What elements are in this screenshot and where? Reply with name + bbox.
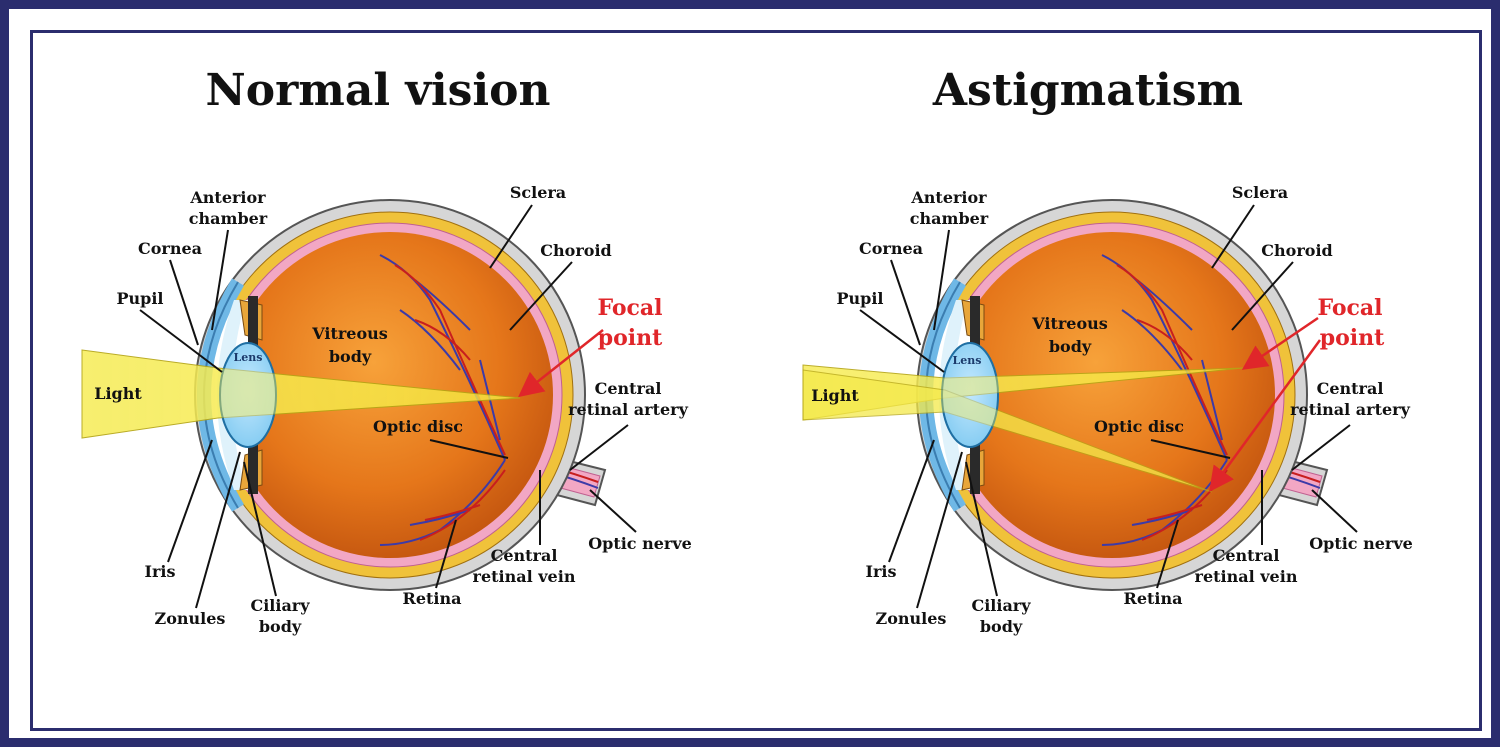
retina-label: Retina: [403, 589, 462, 608]
optic-disc-label: Optic disc: [1094, 417, 1184, 436]
zonules-label: Zonules: [155, 609, 226, 628]
cornea-label: Cornea: [138, 239, 202, 258]
anterior-chamber-label: Anterior: [910, 188, 987, 207]
focal-point-label: Focal: [1317, 295, 1382, 321]
light-label: Light: [94, 384, 142, 403]
anterior-chamber-label: Anterior: [189, 188, 266, 207]
panel-normal-vision: Normal vision Lens Anterior chamber Corn…: [81, 65, 692, 636]
anatomy-labels: Anterior chamber Cornea Pupil Light Vitr…: [94, 183, 692, 636]
ciliary-body-label-2: body: [259, 617, 302, 636]
ciliary-body-label: Ciliary: [971, 596, 1031, 615]
vitreous-label-2: body: [1049, 337, 1092, 356]
focal-point-arrow-2: [1209, 339, 1322, 493]
light-label: Light: [811, 386, 859, 405]
central-artery-label: Central: [595, 379, 662, 398]
anterior-chamber-label-2: chamber: [910, 209, 989, 228]
optic-disc-label: Optic disc: [373, 417, 463, 436]
cornea-label: Cornea: [859, 239, 923, 258]
leader-lines: [139, 204, 637, 609]
panel-title: Astigmatism: [932, 65, 1243, 116]
sclera-label: Sclera: [510, 183, 566, 202]
focal-point-label-2: point: [1320, 325, 1385, 351]
panel-title: Normal vision: [206, 65, 551, 116]
anatomy-labels: Anterior chamber Cornea Pupil Light Vitr…: [811, 183, 1413, 636]
iris-label: Iris: [866, 562, 897, 581]
pupil-label: Pupil: [116, 289, 163, 308]
zonules-label: Zonules: [876, 609, 947, 628]
vitreous-label-2: body: [329, 347, 372, 366]
ciliary-body-label: Ciliary: [250, 596, 310, 615]
panel-astigmatism: Astigmatism Lens Anterior chamber Cornea…: [802, 65, 1413, 636]
pupil-label: Pupil: [836, 289, 883, 308]
choroid-label: Choroid: [540, 241, 611, 260]
lens-label: Lens: [234, 351, 263, 364]
choroid-label: Choroid: [1261, 241, 1332, 260]
iris-label: Iris: [145, 562, 176, 581]
focal-point-arrow-1: [1241, 316, 1319, 370]
central-vein-label-2: retinal vein: [1195, 567, 1298, 586]
light-beam-lower: [802, 369, 1213, 493]
vitreous-label: Vitreous: [1031, 314, 1108, 333]
central-vein-label: Central: [1213, 546, 1280, 565]
sclera-label: Sclera: [1232, 183, 1288, 202]
light-beam: [81, 349, 521, 439]
vitreous-label: Vitreous: [311, 324, 388, 343]
central-artery-label: Central: [1317, 379, 1384, 398]
retina-label: Retina: [1124, 589, 1183, 608]
lens-shape: [941, 342, 999, 448]
central-vein-label: Central: [491, 546, 558, 565]
focal-point-label: Focal: [597, 295, 662, 321]
central-artery-label-2: retinal artery: [568, 400, 689, 419]
focal-point-label-2: point: [598, 325, 663, 351]
central-artery-label-2: retinal artery: [1290, 400, 1411, 419]
lens-label: Lens: [953, 354, 982, 367]
central-vein-label-2: retinal vein: [473, 567, 576, 586]
lens-shape: [219, 342, 277, 448]
anterior-chamber-label-2: chamber: [189, 209, 268, 228]
ciliary-body-label-2: body: [980, 617, 1023, 636]
focal-point-arrow: [518, 329, 604, 398]
optic-nerve-label: Optic nerve: [1309, 534, 1413, 553]
optic-nerve-label: Optic nerve: [588, 534, 692, 553]
leader-lines: [859, 204, 1358, 609]
